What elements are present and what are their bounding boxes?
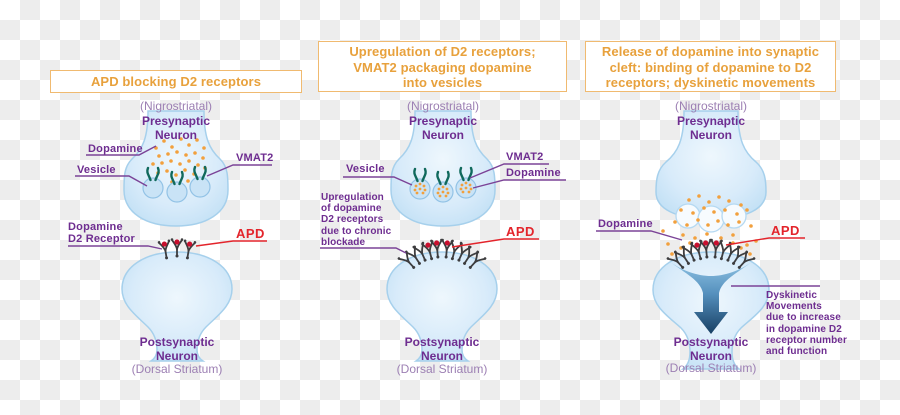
p2-upregulation-note: Upregulation of dopamine D2 receptors du… xyxy=(321,192,392,248)
p2-postsynaptic-neuron-shape xyxy=(386,251,498,362)
p2-region-bottom-label: (Dorsal Striatum) xyxy=(396,362,488,376)
p3-released-dopamine-dots xyxy=(661,194,758,256)
p2-postsynaptic-label: Postsynaptic Neuron xyxy=(404,335,480,363)
p3-postsynaptic-label: Postsynaptic Neuron xyxy=(673,335,749,363)
p3-region-bottom-label: (Dorsal Striatum) xyxy=(665,361,757,375)
p3-dyskinetic-note: Dyskinetic Movements due to increase in … xyxy=(766,290,847,358)
p2-connector-lines xyxy=(320,163,566,254)
p2-vmat2-label: VMAT2 xyxy=(506,151,544,163)
p1-apd-label: APD xyxy=(236,226,265,241)
p1-vesicle-label: Vesicle xyxy=(77,164,116,176)
panel-1-title: APD blocking D2 receptors xyxy=(50,70,302,93)
p2-vesicles xyxy=(409,166,477,203)
p1-vesicles xyxy=(142,165,211,203)
p2-dopamine-label: Dopamine xyxy=(506,167,561,179)
p1-region-top-label: (Nigrostriatal) xyxy=(139,99,212,113)
p1-dopamine-dots xyxy=(151,137,207,184)
p1-postsynaptic-label: Postsynaptic Neuron xyxy=(139,335,215,363)
panel-2-graphics xyxy=(320,110,566,362)
p3-region-top-label: (Nigrostriatal) xyxy=(674,99,747,113)
p2-vesicle-label: Vesicle xyxy=(346,163,385,175)
panel-1-graphics xyxy=(68,110,272,362)
p1-connector-lines xyxy=(68,145,272,250)
p1-vmat2-label: VMAT2 xyxy=(236,152,274,164)
p2-apd-label: APD xyxy=(506,224,535,239)
panel-2-title: Upregulation of D2 receptors; VMAT2 pack… xyxy=(318,41,567,92)
p1-dopamine-label: Dopamine xyxy=(88,143,143,155)
p2-region-top-label: (Nigrostriatal) xyxy=(406,99,479,113)
p1-d2-receptors xyxy=(156,237,198,262)
p3-dopamine-label: Dopamine xyxy=(598,218,653,230)
panel-3-graphics xyxy=(596,110,820,370)
p3-d2-receptors xyxy=(665,237,757,274)
p3-presynaptic-label: Presynaptic Neuron xyxy=(676,114,746,142)
p3-apd-label: APD xyxy=(771,223,800,238)
p1-region-bottom-label: (Dorsal Striatum) xyxy=(131,362,223,376)
p2-vesicle-dopamine-dots xyxy=(413,181,473,198)
p3-fusing-vesicle-bumps xyxy=(675,203,747,233)
p3-connector-lines xyxy=(596,230,820,287)
p1-presynaptic-label: Presynaptic Neuron xyxy=(141,114,211,142)
p2-d2-receptors xyxy=(396,237,488,274)
panel-3-title: Release of dopamine into synaptic cleft:… xyxy=(585,41,836,92)
p3-signal-funnel-arrow xyxy=(669,261,753,334)
p1-d2-receptor-label: Dopamine D2 Receptor xyxy=(68,221,135,245)
p2-presynaptic-label: Presynaptic Neuron xyxy=(408,114,478,142)
